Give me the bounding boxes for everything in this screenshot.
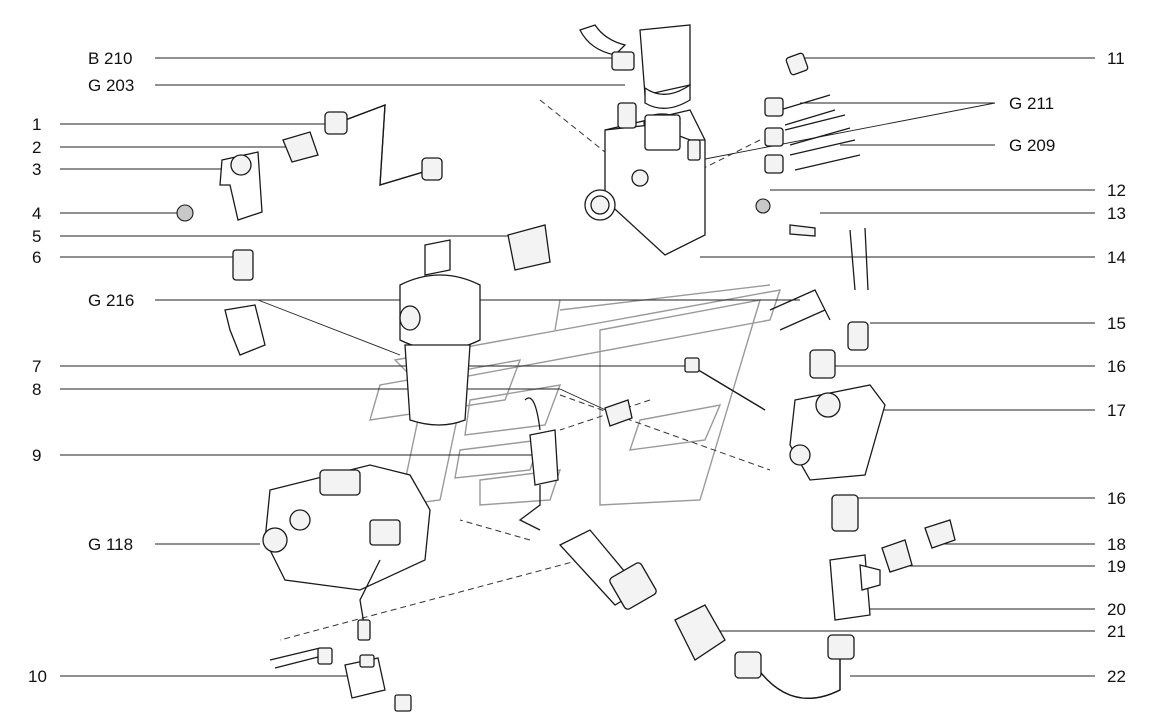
valve-block (584, 102, 816, 256)
callout-g209: G 209 (1009, 136, 1055, 155)
callout-14: 14 (1107, 248, 1126, 267)
callout-12: 12 (1107, 181, 1126, 200)
callout-15: 15 (1107, 314, 1126, 333)
right-fittings (829, 494, 956, 621)
top-hoses (579, 24, 861, 171)
top-nuts (764, 52, 809, 174)
callout-2: 2 (32, 138, 41, 157)
assembly-dashed-lines (279, 99, 771, 641)
callout-6: 6 (32, 248, 41, 267)
callout-10: 10 (28, 667, 47, 686)
callout-4: 4 (32, 204, 41, 223)
callout-g118: G 118 (88, 535, 133, 554)
callout-17: 17 (1107, 401, 1126, 420)
lower-hose-pipe (558, 529, 855, 699)
filter-assembly (399, 224, 551, 426)
callout-labels-right: 11 G 211 G 209 12 13 14 15 16 17 16 18 1… (1009, 49, 1126, 686)
pump-assembly (262, 464, 431, 641)
callout-b210: B 210 (88, 49, 132, 68)
callout-18: 18 (1107, 535, 1126, 554)
callout-16-lower: 16 (1107, 489, 1126, 508)
callout-19: 19 (1107, 557, 1126, 576)
lower-valve-body (684, 227, 886, 481)
callout-11: 11 (1107, 49, 1125, 68)
leader-lines-left (60, 57, 800, 677)
callout-g216: G 216 (88, 291, 134, 310)
tee-fitting-10 (269, 647, 412, 712)
callout-20: 20 (1107, 600, 1126, 619)
callout-21: 21 (1107, 622, 1126, 641)
callout-16-upper: 16 (1107, 357, 1126, 376)
tee-fitting-8-9 (518, 397, 633, 531)
callout-1: 1 (32, 115, 41, 134)
callout-8: 8 (32, 380, 41, 399)
callout-13: 13 (1107, 204, 1126, 223)
callout-g203: G 203 (88, 76, 134, 95)
leader-lines-right (699, 57, 1095, 677)
callout-7: 7 (32, 357, 41, 376)
left-pipe-fittings (176, 104, 443, 356)
callout-3: 3 (32, 160, 41, 179)
callout-22: 22 (1107, 667, 1126, 686)
callout-9: 9 (32, 446, 41, 465)
callout-g211: G 211 (1009, 94, 1054, 113)
callout-5: 5 (32, 227, 41, 246)
callout-labels-left: B 210 G 203 1 2 3 4 5 6 G 216 7 8 9 G 11… (28, 49, 134, 686)
